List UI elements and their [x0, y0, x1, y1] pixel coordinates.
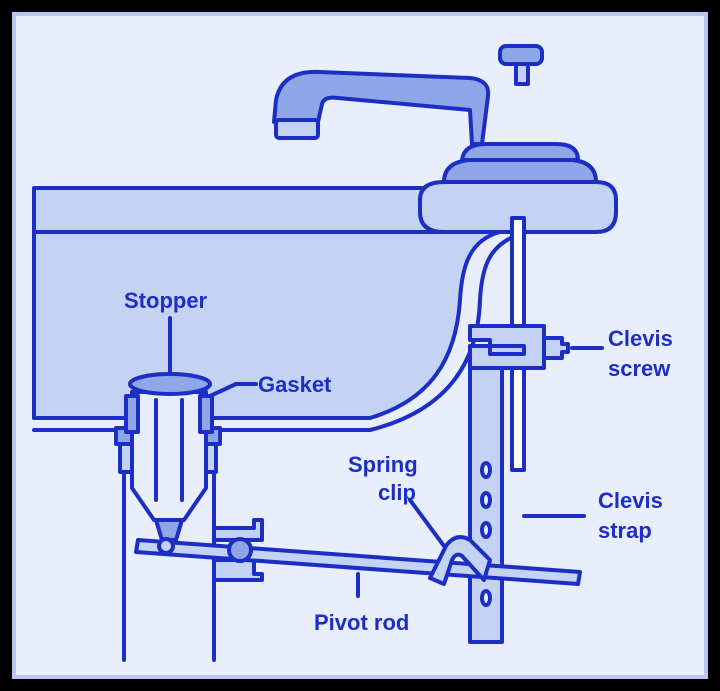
- faucet-spout: [272, 69, 491, 146]
- stopper-body: [130, 390, 208, 522]
- gasket: [124, 394, 140, 434]
- lift-rod-knob: [498, 44, 544, 66]
- strap-hole-4: [480, 589, 492, 607]
- basin-rim: [32, 186, 442, 234]
- strap-hole-3: [480, 521, 492, 539]
- pivot-ball: [227, 537, 253, 563]
- label-pivot-rod: Pivot rod: [314, 610, 409, 635]
- clevis-bracket: [468, 324, 546, 370]
- gasket-right: [198, 394, 214, 434]
- pivot-housing: [212, 518, 264, 542]
- stopper-tip: [154, 518, 184, 542]
- label-spring-clip-line2: clip: [378, 480, 416, 505]
- label-stopper: Stopper: [124, 288, 208, 313]
- label-clevis-screw-line1: Clevis: [608, 326, 673, 351]
- label-gasket: Gasket: [258, 372, 332, 397]
- pivot-rod-end: [157, 537, 175, 555]
- pivot-nut: [212, 558, 264, 582]
- label-clevis-strap-line2: strap: [598, 518, 652, 543]
- spring-clip: [428, 535, 492, 586]
- spring-clip-leader: [408, 498, 446, 548]
- label-clevis-strap-line1: Clevis: [598, 488, 663, 513]
- clevis-screw: [542, 336, 570, 360]
- gasket-leader: [208, 382, 258, 398]
- label-clevis-screw-line2: screw: [608, 356, 671, 381]
- label-spring-clip-line1: Spring: [348, 452, 418, 477]
- faucet-collar-upper: [460, 142, 580, 162]
- faucet-base: [418, 180, 618, 234]
- basin-underside: [32, 232, 522, 432]
- stopper-cap: [128, 372, 212, 396]
- basin-bowl: [32, 230, 502, 420]
- faucet-collar-lower: [442, 158, 598, 184]
- faucet-aerator: [274, 118, 320, 140]
- strap-hole-1: [480, 461, 492, 479]
- strap-hole-2: [480, 491, 492, 509]
